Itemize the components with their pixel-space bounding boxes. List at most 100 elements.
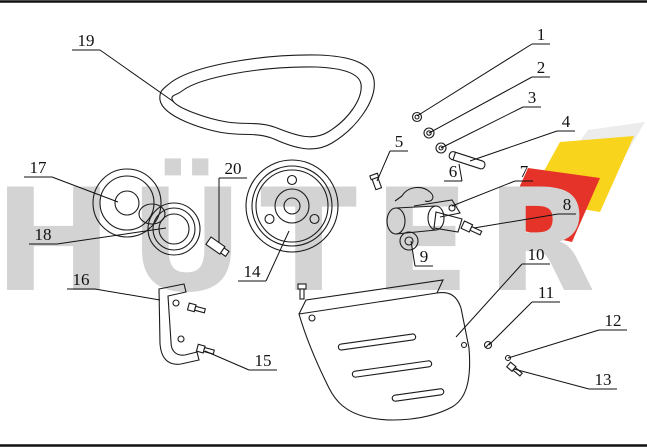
part-leader-10 bbox=[455, 263, 523, 338]
part-label-15: 15 bbox=[255, 351, 272, 370]
part-leader-16 bbox=[94, 288, 161, 301]
part-label-10: 10 bbox=[528, 245, 545, 264]
bolt5-head bbox=[369, 172, 380, 181]
belt-guard bbox=[298, 279, 471, 421]
v-belt-outer bbox=[159, 54, 375, 150]
watermark-huter: HÜTER bbox=[0, 157, 611, 324]
spring-clip bbox=[394, 187, 434, 202]
part-label-5: 5 bbox=[395, 132, 404, 151]
part-leader-3 bbox=[440, 106, 524, 149]
pulley14-groove-inner bbox=[255, 169, 329, 243]
bolt8-shaft bbox=[469, 225, 483, 236]
pulley17-hub bbox=[114, 190, 140, 216]
bracket-hole-bottom bbox=[177, 335, 185, 343]
pin-end-line bbox=[452, 152, 457, 161]
part-label-6: 6 bbox=[449, 162, 458, 181]
bolt20-head bbox=[219, 247, 230, 258]
part-leader-1 bbox=[416, 43, 533, 117]
part-label-7: 7 bbox=[520, 162, 529, 181]
tensioner-body-top bbox=[395, 205, 437, 209]
bracket-hole-top bbox=[172, 299, 180, 307]
pulley14-bore bbox=[283, 197, 301, 215]
logo-red-swoosh bbox=[502, 168, 600, 242]
washer-12 bbox=[504, 354, 512, 362]
part-label-18: 18 bbox=[35, 225, 52, 244]
v-belt bbox=[159, 54, 375, 150]
part-leader-18 bbox=[56, 227, 167, 245]
part-leader-7 bbox=[451, 180, 516, 207]
pulley17-groove bbox=[99, 175, 155, 231]
part-leader-4 bbox=[469, 130, 558, 162]
tensioner-bracket bbox=[413, 199, 461, 218]
tensioner-roller-bore bbox=[404, 236, 414, 246]
part-label-11: 11 bbox=[538, 283, 554, 302]
bracket-body bbox=[158, 283, 200, 365]
part-label-12: 12 bbox=[605, 311, 622, 330]
washer-3-inner bbox=[438, 145, 444, 151]
tensioner-body-bottom bbox=[395, 229, 437, 235]
washer-1-outer bbox=[411, 111, 423, 123]
pulley14-hub bbox=[274, 188, 310, 224]
screw11-slot bbox=[485, 342, 491, 348]
part-label-8: 8 bbox=[563, 195, 572, 214]
bracket-bolt-top-shaft bbox=[193, 305, 207, 314]
bolt-20 bbox=[205, 236, 230, 258]
part-leader-11 bbox=[488, 301, 533, 346]
bolt-5 bbox=[369, 172, 383, 191]
main-pulley bbox=[245, 159, 339, 253]
guard-hole-right bbox=[460, 341, 468, 349]
part-label-3: 3 bbox=[528, 88, 537, 107]
v-belt-inner bbox=[171, 66, 362, 138]
ring18-mid bbox=[152, 207, 196, 251]
part-label-20: 20 bbox=[225, 159, 242, 178]
part-label-9: 9 bbox=[420, 247, 429, 266]
washer-3-outer bbox=[435, 142, 447, 154]
part-label-2: 2 bbox=[537, 58, 546, 77]
pin bbox=[448, 151, 486, 170]
part-leader-13 bbox=[513, 368, 590, 390]
part-label-4: 4 bbox=[562, 112, 571, 131]
bracket bbox=[158, 283, 200, 365]
pin-body bbox=[448, 151, 486, 170]
part-leader-15 bbox=[204, 350, 250, 371]
part-leader-9 bbox=[410, 240, 416, 267]
bracket-bolt-top bbox=[186, 302, 207, 314]
guard-top-lip bbox=[298, 279, 444, 315]
tensioner-body-front bbox=[427, 205, 445, 231]
guard-hole-left bbox=[308, 314, 316, 322]
guard-slot-3 bbox=[391, 388, 445, 402]
part-label-14: 14 bbox=[244, 262, 262, 281]
guard-slot-1 bbox=[337, 333, 417, 351]
tensioner-assembly bbox=[386, 199, 463, 251]
brand-logo bbox=[502, 122, 645, 242]
part-label-16: 16 bbox=[73, 270, 90, 289]
part-leader-5 bbox=[376, 150, 391, 182]
pulley14-rim bbox=[245, 159, 339, 253]
washer-1-inner bbox=[414, 114, 420, 120]
washer-2-outer bbox=[423, 127, 435, 139]
guard-body bbox=[298, 292, 471, 421]
part-label-1: 1 bbox=[537, 25, 546, 44]
pulley14-groove-outer bbox=[251, 165, 333, 247]
part-leader-6 bbox=[458, 163, 463, 182]
part-leader-2 bbox=[428, 76, 533, 134]
pulley-half-rear bbox=[147, 202, 201, 256]
part-label-13: 13 bbox=[595, 370, 612, 389]
center-screw-head bbox=[297, 283, 307, 290]
pulley-half-front bbox=[92, 168, 166, 238]
pulley17-rim bbox=[92, 168, 162, 238]
part-leader-8 bbox=[473, 213, 559, 229]
part-leader-19 bbox=[99, 49, 175, 103]
washer-stack bbox=[411, 111, 447, 154]
part-label-17: 17 bbox=[30, 158, 48, 177]
ring18-outer bbox=[147, 202, 201, 256]
guard-slot-2 bbox=[351, 360, 433, 378]
part-label-19: 19 bbox=[78, 31, 95, 50]
washer-2-inner bbox=[426, 130, 432, 136]
center-screw bbox=[297, 283, 307, 300]
center-screw-shaft bbox=[299, 288, 305, 300]
part-leader-12 bbox=[507, 329, 600, 359]
